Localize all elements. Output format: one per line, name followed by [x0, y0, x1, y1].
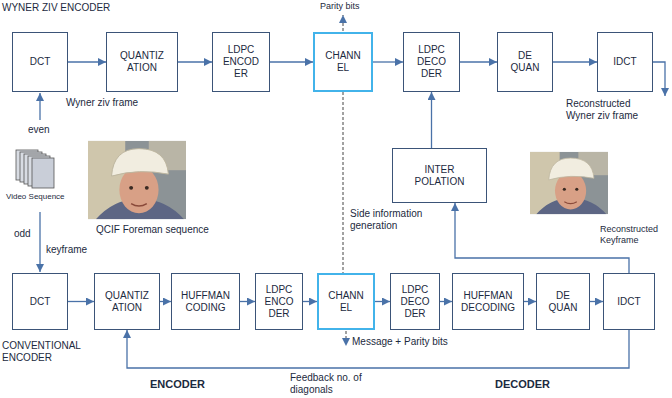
- box-label: HUFFMAN CODING: [176, 290, 236, 314]
- box-label: CHANN EL: [323, 50, 363, 74]
- even-frame-arrow: [39, 93, 40, 120]
- foreman-photo: [88, 141, 186, 219]
- box-label: QUANTIZ ATION: [114, 50, 170, 74]
- annotation-label: Parity bits: [320, 1, 380, 12]
- annotation-label: CONVENTIONAL ENCODER: [2, 340, 87, 364]
- parity-arrow: [343, 15, 344, 31]
- message-arrow: [346, 331, 347, 346]
- box-label: LDPC ENCOD ER: [217, 44, 265, 80]
- box-label: DE QUAN: [507, 50, 543, 74]
- arrow-connector: [460, 61, 497, 62]
- annotation-label: Video Sequence: [6, 192, 80, 202]
- foreman-photo: [530, 152, 608, 214]
- video-sequence-icon: [16, 150, 54, 188]
- annotation-label: Reconstructed Keyframe: [600, 224, 666, 246]
- box-label: QUANTIZ ATION: [101, 290, 153, 314]
- box-label: DE QUAN: [545, 290, 581, 314]
- output-arrow: [653, 62, 665, 96]
- process-box: QUANTIZ ATION: [106, 32, 178, 92]
- process-box: LDPC ENCO DER: [255, 273, 303, 330]
- arrow-connector: [524, 301, 536, 302]
- process-box: IDCT: [603, 273, 655, 330]
- process-box: DE QUAN: [497, 32, 553, 92]
- box-label: IDCT: [607, 296, 651, 308]
- arrow-connector: [431, 92, 432, 148]
- channel-box: CHANN EL: [317, 273, 375, 330]
- box-label: DCT: [16, 56, 64, 68]
- annotation-label: Side information generation: [350, 208, 440, 232]
- process-box: DCT: [12, 32, 68, 92]
- annotation-label: odd: [14, 228, 38, 240]
- process-box: QUANTIZ ATION: [94, 273, 160, 330]
- arrow-connector: [590, 301, 603, 302]
- process-box: IDCT: [597, 32, 653, 92]
- arrow-connector: [68, 301, 94, 302]
- channel-box: CHANN EL: [313, 32, 373, 92]
- box-label: IDCT: [602, 56, 648, 68]
- box-label: LDPC ENCO DER: [260, 284, 298, 320]
- process-box: LDPC ENCOD ER: [212, 32, 270, 92]
- process-box: INTER POLATION: [392, 148, 487, 203]
- arrow-connector: [178, 61, 212, 62]
- arrow-connector: [127, 330, 629, 368]
- arrow-connector: [68, 61, 106, 62]
- box-label: INTER POLATION: [405, 164, 475, 188]
- odd-frame-arrow: [39, 212, 40, 272]
- process-box: DCT: [12, 273, 68, 330]
- arrow-connector: [270, 61, 313, 62]
- annotation-label: DECODER: [495, 378, 565, 391]
- annotation-label: even: [28, 124, 64, 136]
- annotation-label: ENCODER: [150, 378, 220, 391]
- frame-sheet: [32, 158, 54, 188]
- arrow-connector: [240, 301, 255, 302]
- arrow-connector: [375, 301, 390, 302]
- process-box: HUFFMAN DECODING: [452, 273, 524, 330]
- box-label: LDPC DECO DER: [410, 44, 454, 80]
- process-box: LDPC DECO DER: [390, 273, 440, 330]
- box-label: HUFFMAN DECODING: [457, 290, 519, 314]
- arrow-connector: [373, 61, 403, 62]
- annotation-label: QCIF Foreman sequence: [96, 224, 220, 236]
- annotation-label: keyframe: [46, 244, 106, 256]
- annotation-label: Message + Parity bits: [352, 336, 472, 348]
- process-box: LDPC DECO DER: [403, 32, 460, 92]
- edge-label: Feedback no. of diagonals: [288, 372, 388, 396]
- annotation-label: Wyner ziv frame: [66, 97, 156, 109]
- box-label: LDPC DECO DER: [395, 284, 435, 320]
- arrow-connector: [440, 301, 452, 302]
- arrow-connector: [553, 61, 597, 62]
- annotation-label: Reconstructed Wyner ziv frame: [566, 98, 656, 122]
- arrow-connector: [303, 301, 317, 302]
- box-label: CHANN EL: [326, 290, 366, 314]
- arrow-connector: [160, 301, 171, 302]
- process-box: DE QUAN: [536, 273, 590, 330]
- process-box: HUFFMAN CODING: [171, 273, 240, 330]
- dashed-link: [343, 92, 344, 273]
- annotation-label: WYNER ZIV ENCODER: [2, 2, 142, 14]
- box-label: DCT: [17, 296, 63, 308]
